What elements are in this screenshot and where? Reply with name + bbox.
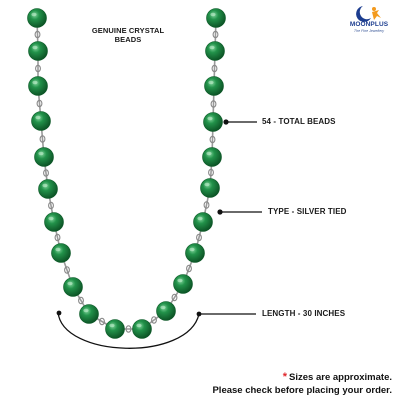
disclaimer-text-1: Sizes are approximate.	[289, 372, 392, 383]
silver-loop	[171, 293, 178, 302]
silver-loop	[208, 168, 214, 177]
green-bead	[202, 147, 222, 167]
silver-loop	[209, 135, 216, 144]
silver-loop	[212, 30, 219, 39]
green-bead	[105, 319, 125, 339]
silver-loop	[78, 296, 84, 305]
green-bead	[156, 301, 176, 321]
green-bead	[205, 41, 225, 61]
logo-tagline: The Fine Jewellery	[353, 29, 385, 33]
product-heading: GENUINE CRYSTAL BEADS	[78, 26, 178, 44]
green-bead	[28, 76, 48, 96]
silver-loop	[196, 233, 202, 242]
bead-strand	[27, 8, 226, 339]
silver-loop	[64, 266, 70, 274]
length-label: LENGTH - 30 INCHES	[262, 309, 346, 318]
logo-wordmark: MOONPLUS	[349, 21, 389, 28]
silver-loop	[186, 264, 192, 273]
disclaimer-line-1: *Sizes are approximate.	[92, 371, 392, 383]
green-bead	[63, 277, 83, 297]
green-bead	[27, 8, 47, 28]
green-bead	[132, 319, 152, 339]
total-beads-label: 54 - TOTAL BEADS	[262, 117, 336, 126]
green-bead	[206, 8, 226, 28]
green-bead	[51, 243, 71, 263]
silver-loop	[36, 99, 43, 108]
asterisk-mark: *	[282, 371, 288, 383]
silver-loop	[54, 233, 61, 242]
green-bead	[79, 304, 99, 324]
silver-loop	[125, 325, 132, 333]
green-bead	[34, 147, 54, 167]
green-bead	[31, 111, 51, 131]
heading-line-1: GENUINE CRYSTAL	[91, 26, 165, 35]
silver-loop	[203, 201, 210, 209]
silver-loop	[210, 100, 217, 108]
green-bead	[173, 274, 193, 294]
silver-loop	[211, 64, 218, 73]
disclaimer-line-2: Please check before placing your order.	[212, 385, 392, 396]
type-label: TYPE - SILVER TIED	[268, 207, 347, 216]
heading-line-2: BEADS	[114, 35, 142, 44]
silver-loop	[43, 169, 49, 177]
silver-loop	[151, 316, 157, 324]
silver-loop	[35, 64, 41, 73]
silver-loop	[39, 135, 46, 143]
green-bead	[28, 41, 48, 61]
callout-pointer-type	[217, 209, 262, 215]
callout-pointer-total-beads	[223, 119, 257, 125]
brand-logo: MOONPLUS The Fine Jewellery	[341, 4, 397, 38]
green-bead	[38, 179, 58, 199]
green-bead	[203, 112, 223, 132]
moon-figure-icon	[356, 6, 381, 22]
length-arc	[56, 310, 256, 349]
silver-loop	[48, 201, 54, 210]
silver-loop	[99, 317, 105, 326]
green-bead	[185, 243, 205, 263]
green-bead	[44, 212, 64, 232]
green-bead	[193, 212, 213, 232]
green-bead	[200, 178, 220, 198]
silver-loop	[34, 30, 41, 39]
green-bead	[204, 76, 224, 96]
